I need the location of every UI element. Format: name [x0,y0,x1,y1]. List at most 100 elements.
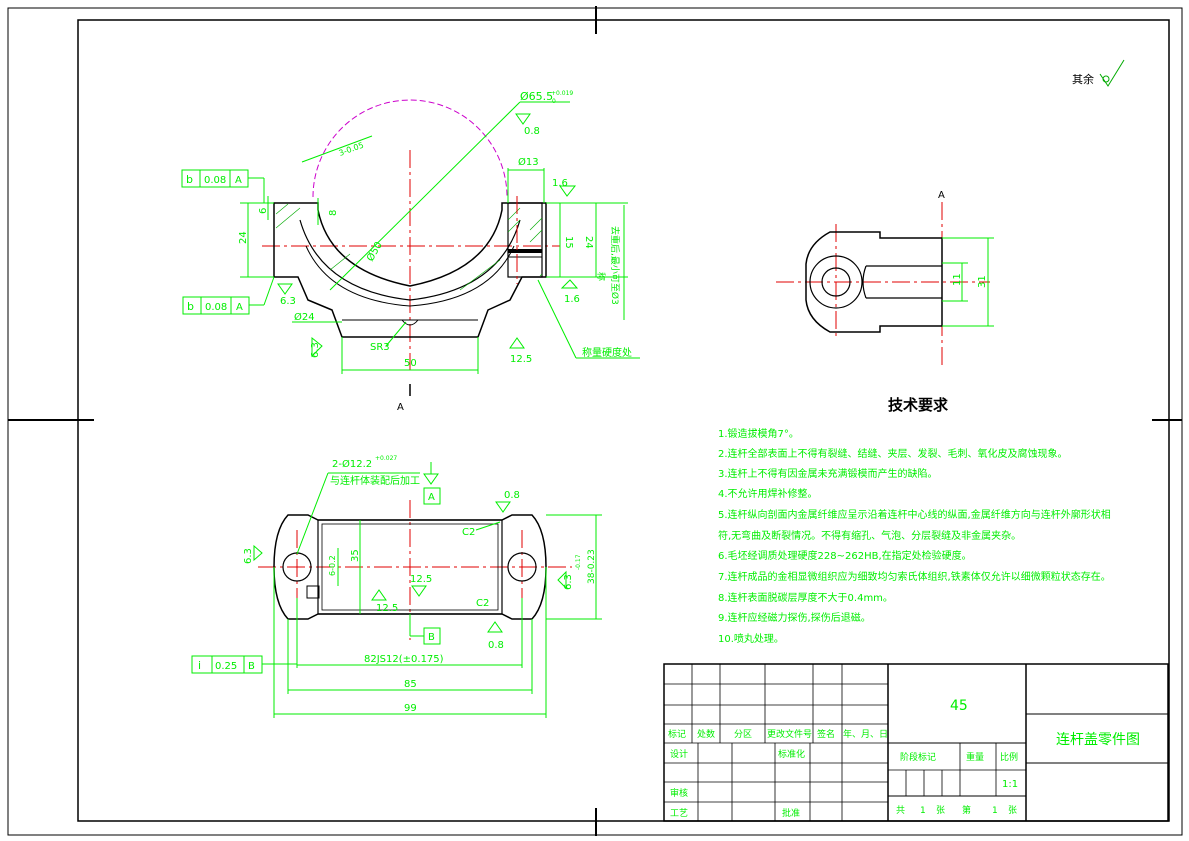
title-block: 45 连杆盖零件图 标记 处数 分区 更改文件号 签名 年、月、日 设计 标准化… [663,663,1169,822]
roughness-circle-icon [1102,75,1110,83]
tb-hdr: 标记 [668,728,686,740]
tol-bot-sym: b [187,300,194,313]
front-dim-50: 50 [404,358,417,369]
roughness-symbol-icon [423,473,439,485]
tb-sheet-unit2: 张 [1008,805,1017,816]
front-sr3-notch [401,319,419,326]
top-roughness-top: 0.8 [504,490,520,501]
bore-circle-arc [312,99,508,198]
front-roughness-top-right: 1.6 [552,178,568,189]
side-body-outline [805,231,943,333]
tol-top-datum: A [235,175,242,186]
front-body-outline [273,202,547,338]
tb-sheet-n: 1 [992,806,998,816]
tb-review: 审核 [670,787,688,799]
top-hole-dim: 2-Ø12.2 [332,458,372,470]
tb-weight: 重量 [966,751,984,763]
requirements-title: 技术要求 [888,396,949,414]
roughness-symbol-icon [311,336,323,358]
roughness-symbol-icon [253,544,263,562]
side-dim-31: 31 [977,275,988,288]
tb-hdr: 签名 [817,728,835,740]
tol-top-val: 0.08 [204,175,226,186]
tol-bot-datum: A [236,302,243,313]
tb-standard: 标准化 [778,748,805,760]
top-roughness-left: 6.3 [243,548,254,564]
side-dim-11: 11 [952,273,963,286]
top-datum-b-box [423,627,441,645]
roughness-symbol-icon [1099,59,1125,87]
requirement-item: 7.连杆成品的金相显微组织应为细致均匀索氏体组织,铁素体仅允许以细微颗粒状态存在… [718,570,1111,583]
tb-approve: 批准 [782,807,800,819]
front-view: Ø65.5 +0.019 0 0.8 3-0.05 Ø13 1.6 1.6 15… [181,90,640,413]
front-inner-curve [299,219,521,301]
front-note-vertical: 去重后,最小可至Ø3 [609,226,621,305]
tb-hdr: 分区 [734,729,752,740]
roughness-symbol-icon [509,337,525,349]
tol-top-view-sym: i [198,659,201,672]
tol-top-view-datum: B [248,661,255,672]
tb-material: 45 [950,698,968,714]
side-view: 11 31 A [776,190,994,365]
requirement-item: 9.连杆应经磁力探伤,探伤后退磁。 [718,611,871,624]
tb-total: 共 [896,805,905,816]
front-dim-8: 8 [328,210,339,216]
roughness-symbol-icon [487,621,503,633]
sheet-border [7,6,1183,836]
requirement-item: 1.锻造拔模角7°。 [718,427,799,440]
top-view: 2-Ø12.2 +0.027 与连杆体装配后加工 A 0.8 C2 C2 6.3… [191,455,602,718]
front-roughness-bottom-right: 1.6 [564,294,580,305]
top-hole-tol: +0.027 [375,455,397,462]
front-section-a: A [397,402,404,413]
front-inner-curve-2 [305,245,515,307]
top-dim-38-tol: -0.17 [575,554,582,570]
front-dim-24-bottom: Ø24 [294,311,315,323]
tol-top-sym: b [186,173,193,186]
requirement-item: 符,无弯曲及断裂情况。不得有缩孔、气泡、分层裂缝及非金属夹杂。 [718,529,1021,542]
roughness-symbol-icon [515,113,531,125]
front-dim-15: 15 [563,236,574,249]
top-dim-85: 85 [404,679,417,690]
technical-requirements: 技术要求 1.锻造拔模角7°。 2.连杆全部表面上不得有裂缝、结缝、夹层、发裂、… [718,396,1111,645]
top-roughness-right: 6.3 [563,574,574,590]
tol-frame-top-view: i 0.25 B [191,655,297,674]
tol-bot-val: 0.08 [205,302,227,313]
tb-design: 设计 [670,748,688,760]
front-dim-24-left: 24 [238,231,249,244]
top-chamfer-bottom: C2 [476,598,489,609]
side-inner-circle [821,267,851,297]
roughness-symbol-icon [371,589,387,601]
roughness-symbol-icon [560,279,579,289]
tb-hdr: 处数 [697,728,715,740]
tb-process: 工艺 [670,808,688,819]
roughness-symbol-icon [495,501,511,513]
side-section-a: A [938,190,945,201]
top-dim-35: 35 [350,549,361,562]
top-roughness-bottom: 0.8 [488,640,504,651]
tol-top-view-val: 0.25 [215,661,237,672]
bolt-section [507,202,543,278]
requirement-item: 3.连杆上不得有因金属未充满锻模而产生的缺陷。 [718,467,938,480]
tb-hdr: 更改文件号 [767,728,812,740]
front-dim-24-right: 24 [583,236,594,249]
roughness-note: 其余 [1072,59,1125,87]
top-dim-6: 6-0.2 [328,555,337,576]
roughness-symbol-icon [277,283,293,295]
requirement-item: 5.连杆纵向剖面内金属纤维应呈示沿着连杆中心线的纵面,金属纤维方向与连杆外廓形状… [718,508,1111,521]
tol-frame-top: b 0.08 A [181,169,265,203]
top-datum-b: B [428,632,435,643]
tb-hdr: 年、月、日 [843,728,888,740]
roughness-symbol-icon [559,185,577,197]
tb-scale-label: 比例 [1000,751,1018,763]
top-roughness-12-5-a: 12.5 [410,574,432,585]
requirement-item: 6.毛坯经调质处理硬度228~262HB,在指定处检验硬度。 [718,549,972,562]
top-dim-99: 99 [404,703,417,714]
roughness-symbol-icon [557,570,567,590]
top-dim-38: 38-0.23 [587,549,597,584]
side-outer-circle [809,255,863,309]
top-hole-note: 与连杆体装配后加工 [330,474,420,487]
tb-total-n: 1 [920,806,926,816]
top-roughness-12-5-b: 12.5 [376,603,398,614]
roughness-note-label: 其余 [1072,72,1094,86]
